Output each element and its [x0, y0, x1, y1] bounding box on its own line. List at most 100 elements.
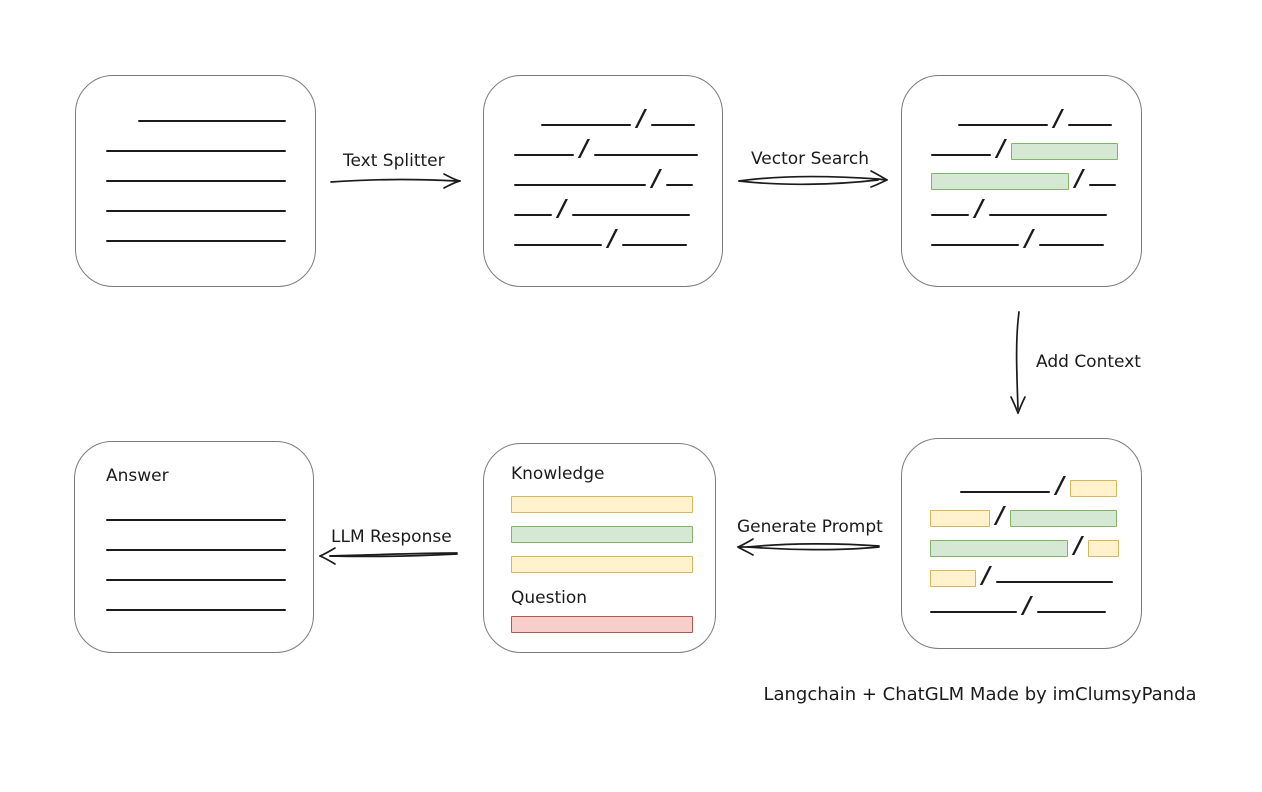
diagram-caption: Langchain + ChatGLM Made by imClumsyPand… [763, 684, 1197, 705]
vector-search-result-box: / / / / / [901, 75, 1142, 287]
prompt-box: Knowledge Question [483, 443, 716, 653]
slash-separator: / [637, 106, 646, 132]
text-line [106, 519, 286, 521]
text-line [931, 214, 969, 216]
green-highlight-chunk [931, 173, 1069, 190]
text-line [572, 214, 691, 216]
text-line [930, 611, 1017, 613]
text-line [1068, 124, 1113, 126]
knowledge-label: Knowledge [511, 464, 605, 484]
text-line [1037, 611, 1107, 613]
text-line [106, 609, 286, 611]
vector-search-arrow [738, 170, 888, 188]
chunk-row: / [930, 493, 1118, 529]
add-context-label: Add Context [1036, 352, 1141, 372]
text-line [622, 244, 688, 246]
question-label: Question [511, 588, 588, 608]
text-line [138, 120, 286, 122]
text-line [931, 154, 991, 156]
chunk-row: / [931, 216, 1115, 252]
generate-prompt-arrow [737, 538, 880, 556]
chunk-row: / [930, 523, 1120, 559]
text-splitter-label: Text Splitter [343, 151, 445, 171]
green-highlight-chunk [1011, 143, 1119, 160]
chunk-row: / [514, 126, 699, 162]
chunk-row: / [930, 583, 1117, 619]
chunk-row: / [514, 156, 696, 192]
slash-separator: / [1056, 473, 1065, 499]
source-document-box [75, 75, 316, 287]
vector-search-label: Vector Search [751, 149, 869, 169]
red-bar [511, 616, 693, 633]
slash-separator: / [1025, 226, 1034, 252]
slash-separator: / [1075, 166, 1084, 192]
text-line [514, 184, 646, 186]
slash-separator: / [975, 196, 984, 222]
chunk-row: / [930, 553, 1117, 589]
text-line [1089, 184, 1117, 186]
text-line [106, 210, 286, 212]
text-line [931, 244, 1019, 246]
text-line [514, 244, 602, 246]
text-line [541, 124, 631, 126]
green-highlight-chunk [1010, 510, 1118, 527]
text-line [106, 549, 286, 551]
slash-separator: / [996, 503, 1005, 529]
add-context-arrow [1010, 311, 1026, 414]
text-line [958, 124, 1048, 126]
yellow-highlight-chunk [1070, 480, 1118, 497]
slash-separator: / [1074, 533, 1083, 559]
slash-separator: / [580, 136, 589, 162]
text-line [106, 579, 286, 581]
chunk-row: / [931, 186, 1115, 222]
text-line [514, 154, 574, 156]
text-line [594, 154, 699, 156]
slash-separator: / [982, 563, 991, 589]
question-bars [511, 616, 693, 633]
chunk-row: / [514, 216, 696, 252]
answer-lines [106, 519, 286, 611]
yellow-bar [511, 556, 693, 573]
chunk-rows: / / / / / [514, 96, 699, 252]
text-line [666, 184, 694, 186]
text-line [960, 491, 1050, 493]
chunk-rows: / / / / / [930, 463, 1120, 619]
text-line [106, 180, 286, 182]
green-highlight-chunk [930, 540, 1068, 557]
chunk-row: / [514, 96, 696, 132]
text-splitter-arrow [330, 173, 461, 189]
answer-label: Answer [106, 466, 169, 486]
chunk-row: / [931, 156, 1117, 192]
llm-response-label: LLM Response [331, 527, 452, 547]
document-lines [106, 120, 286, 242]
chunk-row: / [931, 126, 1119, 162]
text-line [996, 581, 1114, 583]
slash-separator: / [608, 226, 617, 252]
chunk-row: / [514, 186, 696, 222]
slash-separator: / [1023, 593, 1032, 619]
yellow-highlight-chunk [930, 570, 976, 587]
slash-separator: / [558, 196, 567, 222]
text-line [651, 124, 696, 126]
green-bar [511, 526, 693, 543]
text-line [106, 240, 286, 242]
llm-response-arrow [319, 547, 458, 565]
chunk-row: / [930, 463, 1118, 499]
text-line [106, 150, 286, 152]
yellow-bar [511, 496, 693, 513]
text-line [1039, 244, 1105, 246]
chunk-row: / [931, 96, 1115, 132]
slash-separator: / [1054, 106, 1063, 132]
text-line [514, 214, 552, 216]
chunk-rows: / / / / / [931, 96, 1119, 252]
yellow-highlight-chunk [1088, 540, 1120, 557]
answer-box: Answer [74, 441, 314, 653]
split-chunks-box: / / / / / [483, 75, 723, 287]
yellow-highlight-chunk [930, 510, 990, 527]
slash-separator: / [997, 136, 1006, 162]
text-line [989, 214, 1108, 216]
generate-prompt-label: Generate Prompt [737, 517, 883, 537]
slash-separator: / [652, 166, 661, 192]
knowledge-bars [511, 496, 693, 573]
